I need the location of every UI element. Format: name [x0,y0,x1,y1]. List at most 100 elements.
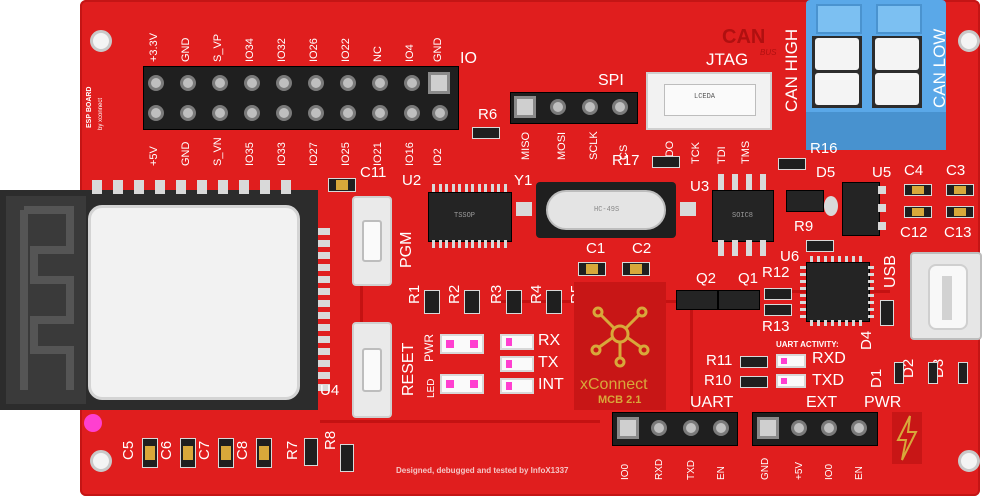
chip-pin [490,184,494,192]
uart-pin-4 [713,420,729,436]
chip-u3 [712,190,774,242]
capacitor-c2-body [630,264,642,274]
chip-pin [852,256,855,262]
ref-R16: R16 [810,140,838,157]
esp32-pad [218,180,228,194]
uart-pin-3 [683,420,699,436]
can-high-screw [815,73,859,105]
diode-d4 [880,300,894,326]
chip-u2 [428,192,512,242]
io-bottom-label: IO25 [340,142,352,166]
ext-pin-3 [821,420,837,436]
chip-pin [859,256,862,262]
resistor-r6 [472,127,500,139]
crystal-y1-marking: HC-49S [594,206,620,214]
chip-u2-marking: TSSOP [454,212,476,220]
chip-pin [732,174,738,190]
esp32-pad [134,180,144,194]
ref-C12: C12 [900,224,928,241]
spi-pin-2 [550,99,566,115]
capacitor-body [145,446,155,460]
int-led [500,378,534,394]
esp-board-sublabel: by xconnect [98,97,104,130]
esp32-pad [318,336,330,343]
pin1-marker [84,414,102,432]
ref-C3: C3 [946,162,966,179]
ext-label: GND [760,457,771,480]
antenna-icon [20,206,74,390]
led-label: LED [426,378,437,398]
spi-label: MISO [520,131,532,160]
chip-pin [868,315,874,318]
ref-R7: R7 [284,440,301,460]
diode-d2 [928,362,938,384]
uart-label: EN [716,466,727,480]
resistor-r17 [652,156,680,168]
chip-pin [800,308,806,311]
pgm-button[interactable] [352,196,392,286]
int-label: INT [538,376,564,393]
footer-credit: Designed, debugged and tested by InfoX13… [396,466,569,475]
resistor-r16 [778,158,806,170]
ext-pin-4 [851,420,867,436]
regulator-pad [878,222,886,230]
logo-version: MCB 2.1 [598,394,642,406]
ref-D5: D5 [816,164,836,181]
chip-pin [464,184,468,192]
chip-pin [845,320,848,326]
chip-pin [432,184,435,192]
chip-pin [445,240,448,248]
chip-pin [503,240,507,248]
esp32-pad [318,372,330,379]
io-pin [276,75,292,91]
ext-pin-2 [791,420,807,436]
diode-d3 [958,362,968,384]
regulator-pad [878,186,886,194]
chip-pin [852,320,855,326]
chip-pin [718,240,724,256]
uart-pin-2 [651,420,667,436]
chip-pin [868,308,874,311]
diode-d5-pad [824,196,838,216]
resistor-r12 [764,288,792,300]
esp32-pad [281,180,291,194]
resistor-r1 [424,290,440,314]
mounting-hole-top-left [90,30,112,52]
chip-pin [718,174,724,190]
esp32-pad [318,264,330,271]
ref-C8: C8 [234,440,251,460]
lightning-icon [892,412,922,464]
chip-pin [471,184,474,192]
reset-button[interactable] [352,322,392,418]
chip-pin [484,240,487,248]
resistor-r3 [506,290,522,314]
spi-label: MOSI [556,131,568,160]
chip-pin [800,266,806,269]
chip-pin [810,256,813,262]
io-pin [308,105,324,121]
regulator-u5 [842,182,880,236]
chip-pin [831,256,834,262]
mounting-hole-top-right [958,30,980,52]
spi-label: SCLK [588,131,600,160]
uart-activity-label: UART ACTIVITY: [776,340,839,349]
ext-label: +5V [794,461,805,480]
esp32-pad [260,180,270,194]
esp32-pad [239,180,249,194]
can-high-label: CAN HIGH [782,28,801,112]
uart-label: IO0 [620,463,631,480]
mounting-hole-bottom-left [90,450,112,472]
chip-pin [477,184,481,192]
capacitor-c1-body [586,264,598,274]
esp32-pad [155,180,165,194]
io-pin [180,105,196,121]
diode-d1 [894,362,904,384]
spi-pin-4 [612,99,628,115]
chip-pin [760,174,766,190]
crystal-pad [680,202,696,216]
esp32-pad [197,180,207,194]
crystal-pad [516,202,532,216]
resistor-r4 [546,290,562,314]
jtag-title: JTAG [706,50,749,69]
io-pin [276,105,292,121]
